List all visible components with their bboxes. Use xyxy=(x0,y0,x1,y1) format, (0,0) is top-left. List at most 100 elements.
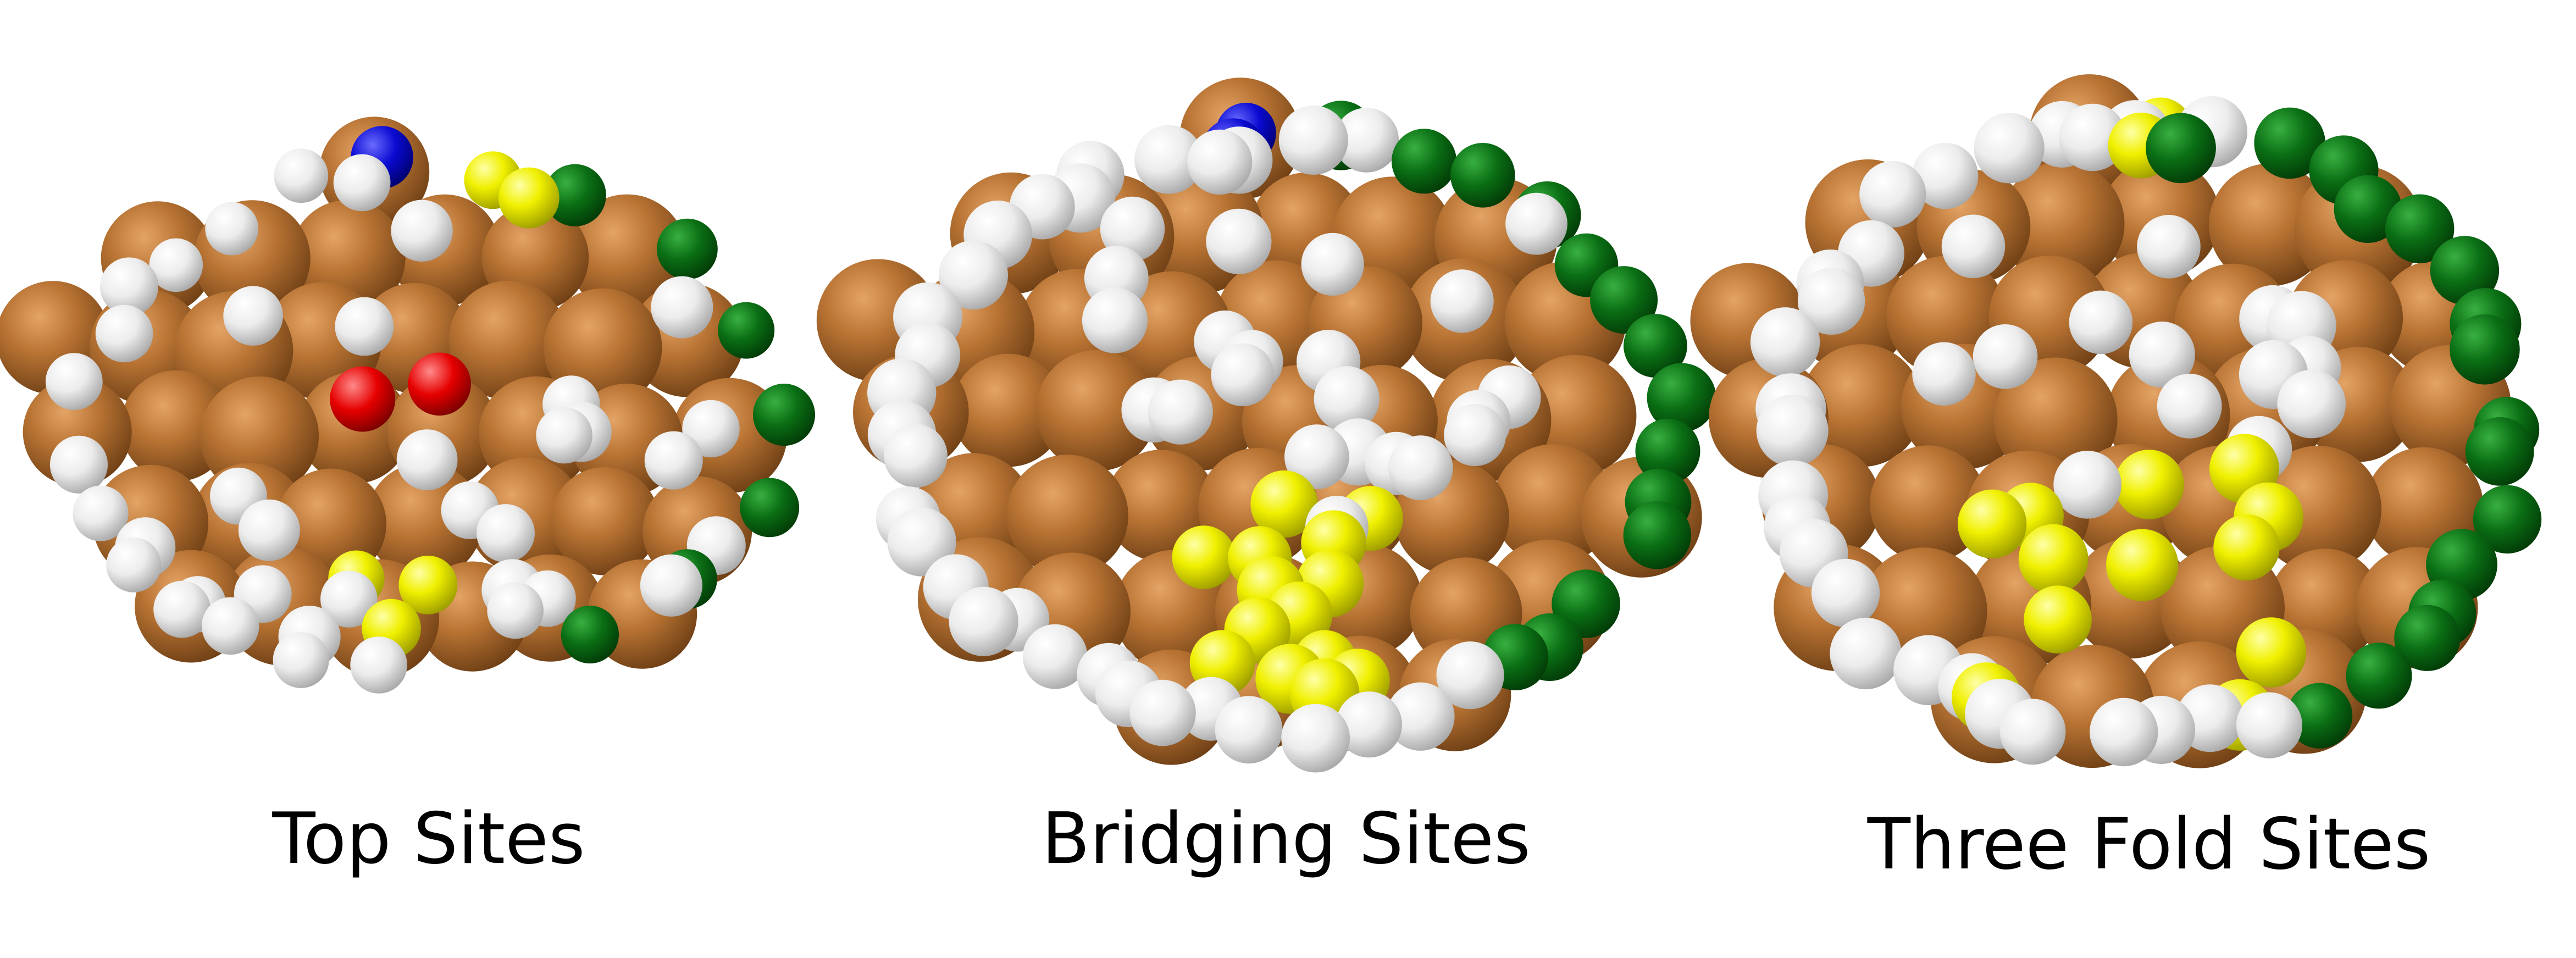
red-atom xyxy=(330,366,396,432)
hydrogen-atom xyxy=(2129,322,2195,388)
three-fold-sites-cluster xyxy=(1690,74,2542,768)
copper-atom xyxy=(568,194,687,313)
adsorbate-atom xyxy=(1957,489,2027,558)
green-atom xyxy=(544,164,606,226)
adsorbate-atom xyxy=(2024,585,2092,654)
hydrogen-atom xyxy=(350,636,407,694)
hydrogen-atom xyxy=(391,200,453,262)
hydrogen-atom xyxy=(1215,696,1283,764)
green-atom xyxy=(2385,194,2455,264)
adsorbate-atom xyxy=(2106,529,2179,601)
hydrogen-atom xyxy=(1974,113,2045,184)
hydrogen-atom xyxy=(273,632,329,688)
copper-atom xyxy=(551,467,660,575)
hydrogen-atom xyxy=(238,499,300,561)
hydrogen-atom xyxy=(205,202,259,256)
hydrogen-atom xyxy=(1301,232,1364,296)
bridging-sites-label: Bridging Sites xyxy=(1042,798,1531,880)
hydrogen-atom xyxy=(2053,451,2121,519)
copper-atom xyxy=(1800,344,1923,467)
top-sites-label: Top Sites xyxy=(272,798,585,880)
hydrogen-atom xyxy=(1082,287,1148,353)
hydrogen-atom xyxy=(100,257,158,316)
adsorbate-atom xyxy=(2018,524,2089,594)
hydrogen-atom xyxy=(396,429,458,490)
hydrogen-atom xyxy=(2090,697,2158,767)
hydrogen-atom xyxy=(1912,342,1976,406)
hydrogen-atom xyxy=(49,435,108,494)
green-atom xyxy=(1590,266,1658,334)
hydrogen-atom xyxy=(1999,699,2066,765)
hydrogen-atom xyxy=(477,504,535,563)
copper-atom xyxy=(1993,357,2118,481)
green-atom xyxy=(1635,418,1700,484)
hydrogen-atom xyxy=(274,148,329,203)
hydrogen-atom xyxy=(1756,395,1829,467)
hydrogen-atom xyxy=(1505,192,1567,255)
hydrogen-atom xyxy=(1336,691,1402,758)
hydrogen-atom xyxy=(2069,290,2133,355)
adsorbate-atom xyxy=(1250,470,1318,538)
hydrogen-atom xyxy=(644,431,703,490)
hydrogen-atom xyxy=(651,276,713,339)
hydrogen-atom xyxy=(1941,214,2006,279)
hydrogen-atom xyxy=(1444,404,1506,466)
hydrogen-atom xyxy=(1430,269,1494,333)
hydrogen-atom xyxy=(1912,142,1979,209)
green-atom xyxy=(718,302,775,359)
hydrogen-atom xyxy=(2277,369,2346,439)
green-atom xyxy=(1450,143,1515,208)
green-atom xyxy=(561,605,619,664)
hydrogen-atom xyxy=(2236,692,2302,758)
hydrogen-atom xyxy=(1830,617,1902,690)
top-sites-cluster xyxy=(0,117,815,694)
hydrogen-atom xyxy=(201,597,259,655)
hydrogen-atom xyxy=(1100,196,1165,262)
hydrogen-atom xyxy=(106,538,162,592)
green-atom xyxy=(2450,314,2520,385)
green-atom xyxy=(753,384,815,446)
hydrogen-atom xyxy=(333,154,391,212)
hydrogen-atom xyxy=(223,286,283,346)
hydrogen-atom xyxy=(487,582,544,639)
copper-atom xyxy=(951,353,1065,467)
hydrogen-atom xyxy=(1436,641,1504,710)
hydrogen-atom xyxy=(1334,108,1399,173)
green-atom xyxy=(2254,107,2326,179)
green-atom xyxy=(2334,175,2402,243)
hydrogen-atom xyxy=(1811,558,1880,628)
hydrogen-atom xyxy=(1281,704,1350,773)
hydrogen-atom xyxy=(1750,307,1820,377)
copper-atom xyxy=(2000,162,2125,286)
hydrogen-atom xyxy=(1386,682,1455,751)
hydrogen-atom xyxy=(1129,679,1196,746)
adsorbate-atom xyxy=(2236,617,2307,688)
hydrogen-atom xyxy=(1284,424,1349,489)
green-atom xyxy=(1392,129,1457,194)
adsorbate-atom xyxy=(498,167,559,229)
hydrogen-atom xyxy=(536,407,592,464)
hydrogen-atom xyxy=(73,485,129,541)
hydrogen-atom xyxy=(1859,160,1926,228)
three-fold-sites-label: Three Fold Sites xyxy=(1867,804,2431,885)
hydrogen-atom xyxy=(1798,267,1865,335)
bridging-sites-cluster xyxy=(816,77,1716,773)
hydrogen-atom xyxy=(2157,373,2222,439)
hydrogen-atom xyxy=(939,240,1008,310)
copper-atom xyxy=(1870,445,1987,562)
hydrogen-atom xyxy=(884,424,948,488)
hydrogen-atom xyxy=(149,238,203,292)
green-atom xyxy=(2430,236,2500,305)
green-atom xyxy=(2394,605,2461,671)
hydrogen-atom xyxy=(1148,379,1213,445)
hydrogen-atom xyxy=(640,554,702,617)
copper-atom xyxy=(1035,350,1157,472)
hydrogen-atom xyxy=(320,571,378,628)
copper-atom xyxy=(1492,444,1614,566)
hydrogen-atom xyxy=(1187,129,1253,195)
hydrogen-atom xyxy=(2137,215,2201,279)
adsorbate-atom xyxy=(2213,514,2280,581)
hydrogen-atom xyxy=(1134,125,1204,194)
adsorbate-atom xyxy=(2114,450,2184,519)
